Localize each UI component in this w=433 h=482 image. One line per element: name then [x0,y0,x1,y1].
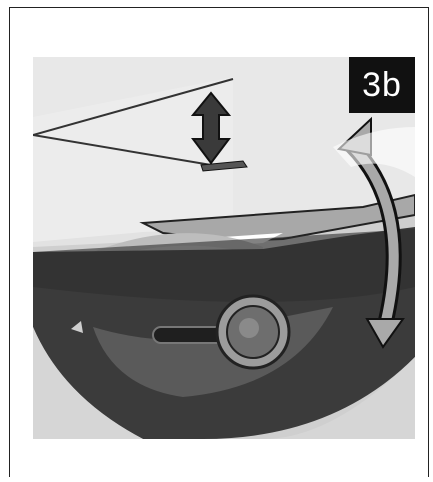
reference-line-bottom [33,134,224,168]
tool-illustration: 3b [33,57,415,439]
upper-left-highlight [33,77,233,247]
illustration-svg [33,57,415,439]
blade-edge [93,233,263,262]
glow-highlight [333,127,415,177]
figure-label-badge: 3b [349,57,415,113]
double-vertical-arrow-icon [190,91,248,172]
housing-shadow [33,229,415,302]
lower-right-background [263,357,415,439]
lower-left-background [33,327,143,439]
reference-line-top [33,78,234,136]
locking-knob [215,294,291,370]
marker-triangle [71,321,83,333]
